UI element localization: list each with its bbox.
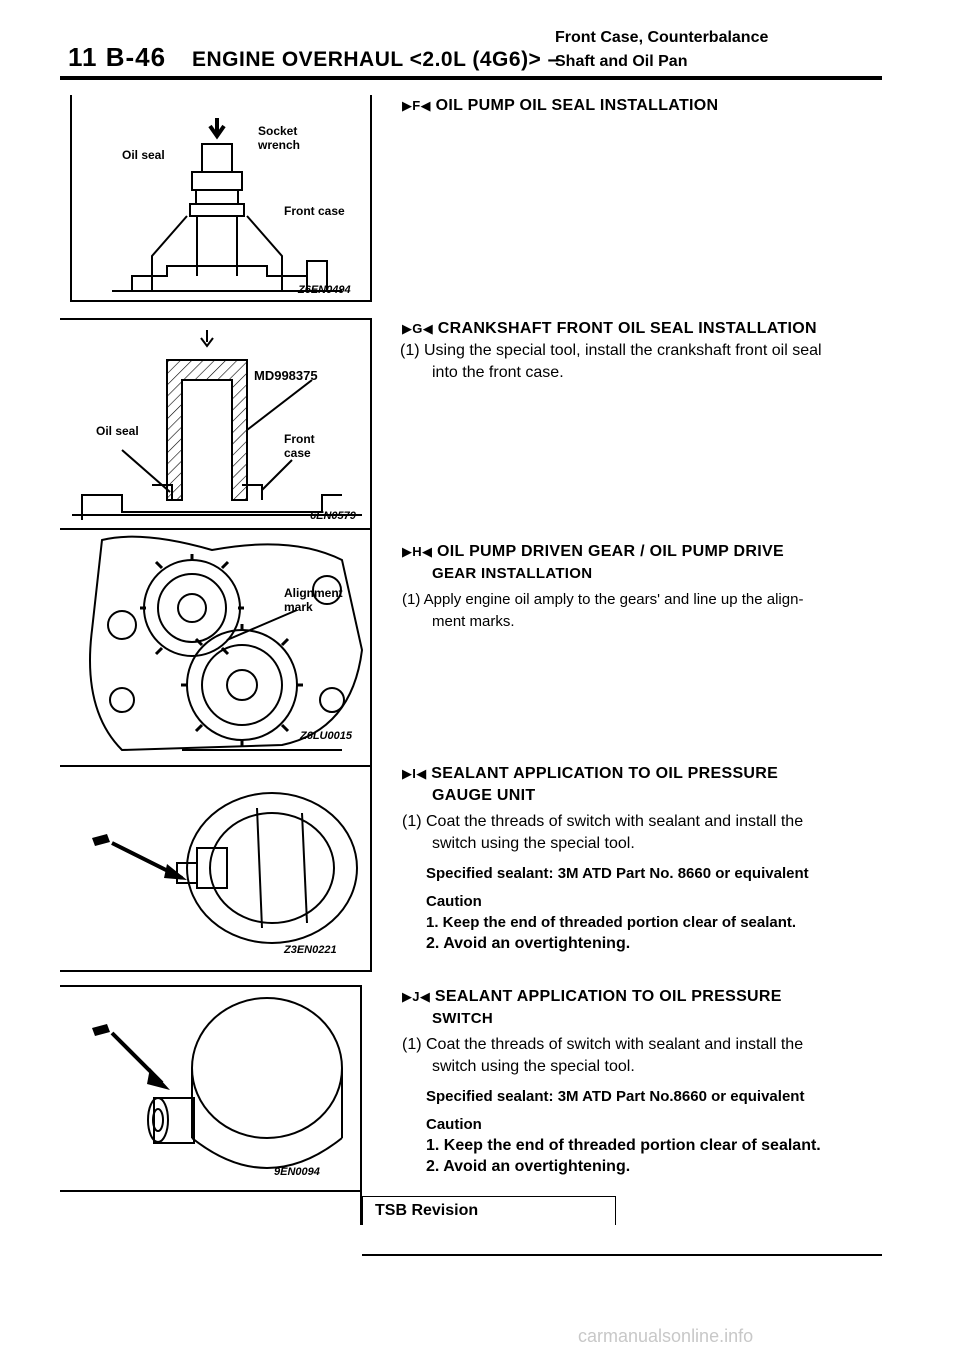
watermark: carmanualsonline.info: [578, 1326, 754, 1346]
figure-border-right: [370, 318, 372, 970]
caution-item: 1. Keep the end of threaded portion clea…: [426, 914, 797, 931]
section-marker: ▶H◀: [402, 544, 433, 559]
figure-label: MD998375: [254, 368, 318, 383]
figure-divider: [70, 300, 372, 302]
section-oil-pump-gear-installation: ▶H◀ OIL PUMP DRIVEN GEAR / OIL PUMP DRIV…: [402, 541, 882, 633]
section-heading: OIL PUMP DRIVEN GEAR / OIL PUMP DRIVE: [437, 543, 784, 560]
figure-divider: [60, 985, 360, 987]
figure-divider: [60, 528, 372, 530]
figure-divider: [60, 970, 372, 972]
figure-border-right: [370, 95, 372, 300]
section-marker: ▶G◀: [402, 321, 434, 336]
section-heading-cont: GAUGE UNIT: [432, 787, 536, 804]
step-text: switch using the special tool.: [432, 1058, 635, 1075]
section-oil-pressure-gauge-unit: ▶I◀ SEALANT APPLICATION TO OIL PRESSURE …: [402, 763, 882, 954]
figure-label: Oil seal: [96, 424, 139, 438]
figure-id: 6EN0579: [310, 510, 356, 522]
figure-divider: [60, 318, 372, 320]
tsb-revision-label: TSB Revision: [375, 1202, 479, 1219]
page-title: ENGINE OVERHAUL <2.0L (4G6)> –: [192, 48, 560, 71]
step-text: switch using the special tool.: [432, 835, 635, 852]
caution-title: Caution: [426, 893, 482, 910]
figure-oil-pressure-switch: 9EN0094: [62, 988, 360, 1188]
figure-id: Z3EN0221: [284, 944, 337, 956]
figure-divider: [60, 1190, 360, 1192]
section-heading: CRANKSHAFT FRONT OIL SEAL INSTALLATION: [437, 320, 817, 337]
section-heading-cont: GEAR INSTALLATION: [432, 565, 593, 582]
section-crankshaft-front-oil-seal: ▶G◀ CRANKSHAFT FRONT OIL SEAL INSTALLATI…: [400, 318, 882, 384]
section-heading: SEALANT APPLICATION TO OIL PRESSURE: [431, 765, 779, 782]
step-text: (1) Coat the threads of switch with seal…: [402, 1036, 804, 1053]
section-marker: ▶F◀: [402, 98, 431, 113]
figure-id: Z6EN0494: [298, 284, 351, 296]
figure-border-left: [70, 95, 72, 300]
section-heading: SEALANT APPLICATION TO OIL PRESSURE: [434, 988, 782, 1005]
figure-label: Oil seal: [122, 148, 165, 162]
page-number: 11 B-46: [68, 42, 167, 72]
figure-id: 9EN0094: [274, 1166, 320, 1178]
step-text: (1) Apply engine oil amply to the gears'…: [402, 591, 804, 608]
section-heading-cont: SWITCH: [432, 1010, 493, 1027]
specified-sealant: Specified sealant: 3M ATD Part No.8660 o…: [426, 1088, 805, 1105]
step-text: into the front case.: [432, 364, 564, 381]
caution-title: Caution: [426, 1116, 482, 1133]
figure-id: Z6LU0015: [300, 730, 352, 742]
caution-item: 2. Avoid an overtightening.: [426, 935, 631, 952]
section-marker: ▶I◀: [402, 766, 427, 781]
figure-divider: [60, 765, 372, 767]
page-subtitle-line1: Front Case, Counterbalance: [555, 29, 769, 46]
figure-oil-pressure-gauge-unit: Z3EN0221: [62, 768, 370, 968]
section-oil-pressure-switch: ▶J◀ SEALANT APPLICATION TO OIL PRESSURE …: [402, 986, 882, 1177]
tsb-revision-box: TSB Revision: [362, 1196, 616, 1225]
step-text: ment marks.: [432, 613, 515, 630]
figure-border-right: [360, 985, 362, 1225]
section-heading: OIL PUMP OIL SEAL INSTALLATION: [435, 97, 719, 114]
header-rule: [60, 76, 882, 80]
step-text: (1) Using the special tool, install the …: [400, 342, 822, 359]
footer-rule: [362, 1254, 882, 1256]
specified-sealant: Specified sealant: 3M ATD Part No. 8660 …: [426, 865, 809, 882]
caution-item: 2. Avoid an overtightening.: [426, 1158, 631, 1175]
caution-item: 1. Keep the end of threaded portion clea…: [426, 1137, 821, 1154]
section-marker: ▶J◀: [402, 989, 431, 1004]
page-subtitle-line2: Shaft and Oil Pan: [555, 53, 688, 70]
step-text: (1) Coat the threads of switch with seal…: [402, 813, 804, 830]
section-oil-pump-oil-seal: ▶F◀ OIL PUMP OIL SEAL INSTALLATION: [402, 95, 882, 117]
figure-label: Front case: [284, 204, 345, 218]
